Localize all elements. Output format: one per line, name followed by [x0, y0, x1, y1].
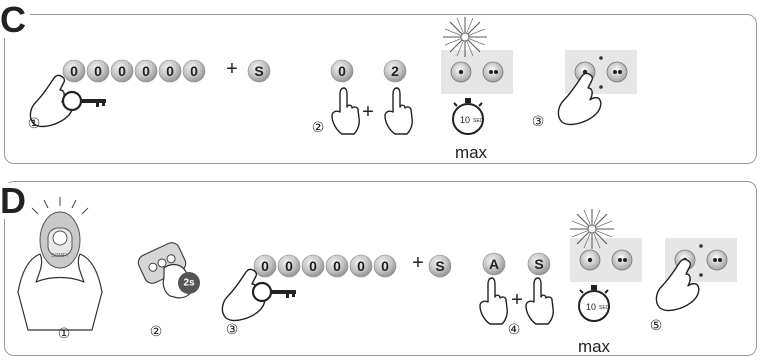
step-number: ④: [508, 322, 521, 338]
section-c-letter: C: [0, 2, 30, 38]
code-key: 0: [134, 59, 158, 83]
svg-text:0: 0: [70, 63, 78, 79]
section-d-led-flash: 10 SEC max: [569, 208, 643, 356]
section-d-step-2: 2s ②: [137, 242, 200, 340]
svg-text:0: 0: [285, 258, 293, 274]
svg-text:0: 0: [118, 63, 126, 79]
s-key: S: [247, 59, 271, 83]
code-key: 0: [62, 59, 86, 83]
timer-value: 10: [460, 115, 470, 125]
code-key: 0: [301, 254, 325, 278]
svg-text:2: 2: [391, 63, 399, 79]
finger-icon: [525, 277, 554, 325]
section-c-step-3: ③: [532, 49, 638, 130]
hold-duration-badge: [178, 272, 200, 294]
code-key: 0: [325, 254, 349, 278]
a-key: A: [482, 252, 506, 276]
section-c-code-keys: 0 0 0 0 0 0: [62, 59, 206, 83]
section-c-led-flash: 10 SEC max: [440, 16, 514, 162]
timer-unit: SEC: [599, 305, 610, 311]
code-key: 0: [158, 59, 182, 83]
step-number: ②: [150, 324, 163, 340]
svg-text:S: S: [435, 258, 444, 274]
hold-duration: 2s: [183, 278, 195, 289]
svg-text:S: S: [534, 256, 543, 272]
plus-sign: +: [226, 58, 238, 80]
section-d-code-keys: 0 0 0 0 0 0: [253, 254, 397, 278]
code-key: 0: [110, 59, 134, 83]
led-panel: [440, 49, 514, 95]
section-d-step-5: ⑤: [650, 237, 738, 334]
svg-text:A: A: [489, 256, 499, 272]
plus-sign: +: [511, 289, 523, 311]
svg-text:0: 0: [357, 258, 365, 274]
section-c-step-2: 0 2 + ②: [312, 59, 413, 136]
section-d-step-3: 0 0 0 0 0 0 + S ③: [221, 252, 452, 338]
svg-text:S: S: [254, 63, 263, 79]
zero-key: 0: [330, 59, 354, 83]
svg-text:0: 0: [381, 258, 389, 274]
finger-icon: [384, 87, 413, 135]
svg-text:0: 0: [142, 63, 150, 79]
plus-sign: +: [362, 101, 374, 123]
led-panel: [569, 237, 643, 283]
max-label: max: [455, 143, 488, 162]
svg-text:SOMFY: SOMFY: [51, 253, 69, 259]
finger-icon: [331, 87, 360, 135]
svg-text:0: 0: [309, 258, 317, 274]
step-number: ③: [226, 322, 239, 338]
step-number: ③: [532, 114, 545, 130]
svg-text:0: 0: [94, 63, 102, 79]
s-key: S: [428, 254, 452, 278]
section-c-step-1: 0 0 0 0 0 0 + S ①: [28, 58, 271, 132]
section-d-step-4: A S + ④: [479, 252, 554, 338]
step-number: ①: [28, 116, 41, 132]
step-number: ②: [312, 120, 325, 136]
svg-text:0: 0: [261, 258, 269, 274]
svg-text:0: 0: [190, 63, 198, 79]
code-key: 0: [182, 59, 206, 83]
svg-text:0: 0: [338, 63, 346, 79]
svg-text:0: 0: [333, 258, 341, 274]
code-key: 0: [277, 254, 301, 278]
svg-text:0: 0: [166, 63, 174, 79]
code-key: 0: [86, 59, 110, 83]
s-key: S: [527, 252, 551, 276]
max-label: max: [578, 337, 611, 356]
finger-icon: [479, 277, 508, 325]
step-number: ①: [58, 326, 71, 342]
section-d-letter: D: [0, 183, 30, 219]
timer-unit: SEC: [473, 118, 484, 124]
code-key: 0: [253, 254, 277, 278]
key-icon: [251, 281, 298, 303]
key-icon: [61, 90, 108, 112]
code-key: 0: [349, 254, 373, 278]
plus-sign: +: [412, 252, 424, 274]
timer-value: 10: [586, 302, 596, 312]
two-key: 2: [383, 59, 407, 83]
code-key: 0: [373, 254, 397, 278]
hands-icon: [17, 253, 103, 331]
section-d-step-1: SOMFY ①: [17, 197, 103, 342]
step-number: ⑤: [650, 318, 663, 334]
